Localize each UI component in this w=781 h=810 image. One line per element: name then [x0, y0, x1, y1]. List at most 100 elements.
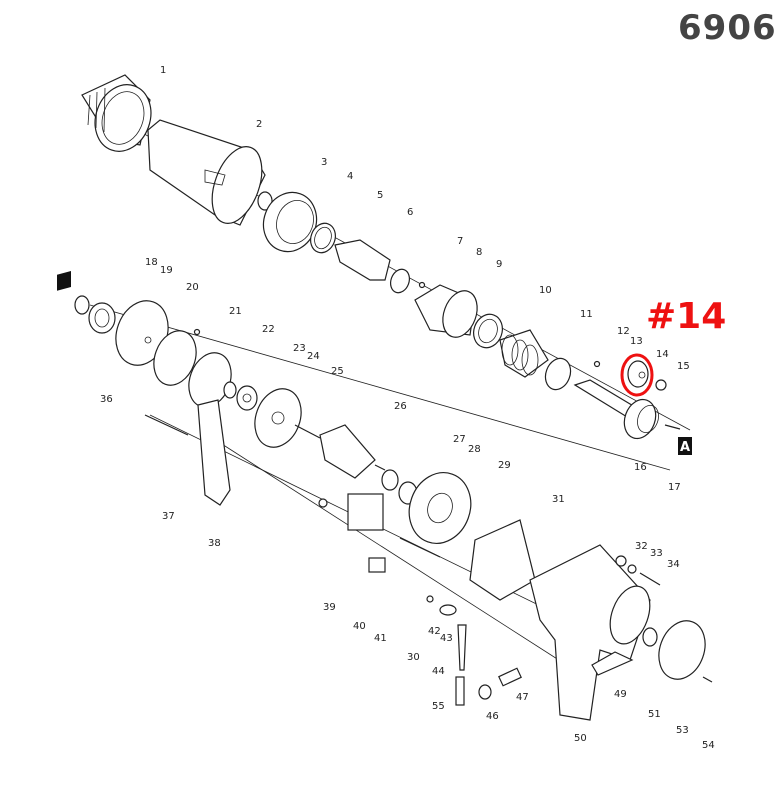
callout-part-50: 50	[574, 733, 587, 744]
part-9-cylinder[interactable]	[414, 284, 483, 342]
callout-part-16: 16	[634, 462, 647, 473]
callout-part-1: 1	[160, 65, 166, 76]
part-3-ring[interactable]	[257, 191, 273, 211]
callout-part-12: 12	[617, 326, 630, 337]
part-26-armature[interactable]	[294, 424, 386, 479]
callout-part-3: 3	[321, 157, 327, 168]
part-8-ball[interactable]	[418, 281, 426, 289]
callout-part-34: 34	[667, 559, 680, 570]
part-6-spindle[interactable]	[334, 239, 391, 281]
part-39-screw[interactable]	[318, 498, 328, 508]
callout-part-6: 6	[407, 207, 413, 218]
callout-part-15: 15	[677, 361, 690, 372]
part-40-switch[interactable]	[347, 493, 384, 531]
part-4-bearing-box[interactable]	[255, 185, 324, 259]
callout-part-2: 2	[256, 119, 262, 130]
callout-part-5: 5	[377, 190, 383, 201]
callout-part-21: 21	[229, 306, 242, 317]
part-11-spring[interactable]	[499, 329, 549, 378]
part-2-gear-housing[interactable]	[147, 119, 271, 230]
callout-part-38: 38	[208, 538, 221, 549]
callout-part-7: 7	[457, 236, 463, 247]
part-37-screw[interactable]	[144, 414, 189, 436]
callout-part-53: 53	[676, 725, 689, 736]
callout-part-31: 31	[552, 494, 565, 505]
callout-part-18: 18	[145, 257, 158, 268]
callout-part-23: 23	[293, 343, 306, 354]
part-27-washer[interactable]	[381, 469, 399, 491]
callout-part-28: 28	[468, 444, 481, 455]
highlight-circle	[620, 353, 654, 397]
part-46-brush-cap[interactable]	[478, 684, 492, 700]
callout-part-44: 44	[432, 666, 445, 677]
part-10-washer[interactable]	[469, 310, 507, 352]
callout-part-32: 32	[635, 541, 648, 552]
callout-part-43: 43	[440, 633, 453, 644]
callout-part-36: 36	[100, 394, 113, 405]
part-12-washer[interactable]	[541, 355, 574, 393]
callout-part-29: 29	[498, 460, 511, 471]
part-31-field[interactable]	[469, 519, 536, 601]
callout-part-8: 8	[476, 247, 482, 258]
part-50-motor-housing[interactable]	[529, 544, 657, 721]
callout-part-42: 42	[428, 626, 441, 637]
callout-part-17: 17	[668, 482, 681, 493]
part-29-baffle-plate[interactable]	[399, 464, 480, 552]
part-41-capacitor[interactable]	[368, 557, 386, 573]
callout-part-11: 11	[580, 309, 593, 320]
part-32-nut[interactable]	[615, 555, 627, 567]
callout-part-30: 30	[407, 652, 420, 663]
part-49-label[interactable]	[591, 651, 634, 676]
part-23-bearing[interactable]	[223, 381, 237, 399]
part-55-sleeve[interactable]	[455, 676, 465, 706]
part-14-gear[interactable]	[627, 360, 649, 388]
callout-part-20: 20	[186, 282, 199, 293]
part-19-bearing[interactable]	[88, 302, 116, 334]
part-42-screw[interactable]	[426, 595, 434, 603]
callout-part-47: 47	[516, 692, 529, 703]
model-number: 6906	[678, 8, 777, 48]
callout-part-24: 24	[307, 351, 320, 362]
part-38-handle[interactable]	[197, 399, 231, 506]
part-7-washer[interactable]	[387, 267, 412, 296]
highlight-part-label: #14	[646, 296, 727, 337]
svg-text:A: A	[59, 291, 69, 306]
part-25-fan[interactable]	[247, 382, 309, 453]
reference-marker-right: A	[678, 437, 692, 455]
callout-part-4: 4	[347, 171, 353, 182]
callout-part-40: 40	[353, 621, 366, 632]
part-36-o-ring[interactable]	[147, 325, 204, 391]
callout-part-25: 25	[331, 366, 344, 377]
part-13-pin[interactable]	[593, 360, 601, 368]
part-30-screw[interactable]	[399, 537, 441, 558]
callout-part-39: 39	[323, 602, 336, 613]
part-47-carbon-brush[interactable]	[498, 667, 522, 687]
part-34-screw[interactable]	[639, 572, 661, 586]
callout-part-54: 54	[702, 740, 715, 751]
part-44-cord-guard[interactable]	[457, 624, 467, 671]
part-21-pin[interactable]	[193, 328, 201, 336]
part-1-chuck-sleeve[interactable]	[81, 74, 160, 159]
part-18-bearing[interactable]	[74, 295, 90, 315]
part-5-ring[interactable]	[307, 220, 340, 256]
callout-part-46: 46	[486, 711, 499, 722]
part-17-pin[interactable]	[664, 424, 681, 430]
callout-part-14: 14	[656, 349, 669, 360]
part-43-plate[interactable]	[439, 604, 457, 616]
callout-part-55: 55	[432, 701, 445, 712]
callout-part-41: 41	[374, 633, 387, 644]
reference-marker-left: A	[57, 270, 71, 306]
part-54-screw[interactable]	[702, 676, 713, 683]
callout-labels: 1234567891011121314151617181920212223242…	[100, 65, 715, 751]
part-51-ring[interactable]	[642, 627, 658, 647]
callout-part-37: 37	[162, 511, 175, 522]
part-33-washer[interactable]	[627, 564, 637, 574]
part-16-ring[interactable]	[619, 395, 662, 443]
part-53-rear-cover[interactable]	[651, 614, 713, 685]
part-15-nut[interactable]	[655, 379, 667, 391]
callout-part-27: 27	[453, 434, 466, 445]
callout-part-10: 10	[539, 285, 552, 296]
callout-part-33: 33	[650, 548, 663, 559]
part-24-washer[interactable]	[236, 385, 258, 411]
